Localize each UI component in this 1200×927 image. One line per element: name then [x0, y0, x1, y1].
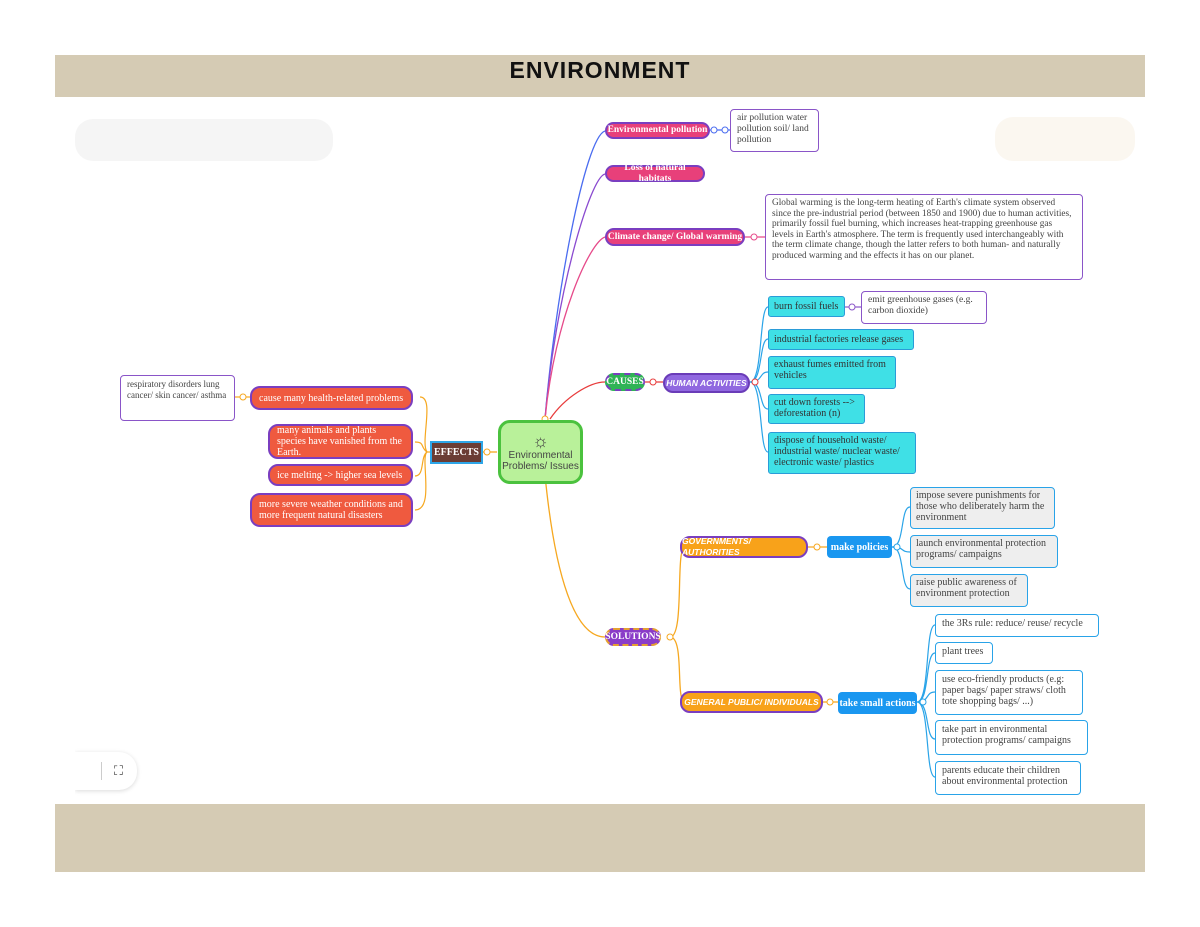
gov-item-2[interactable]: raise public awareness of environment pr…	[910, 574, 1028, 607]
effect-item-2[interactable]: ice melting -> higher sea levels	[268, 464, 413, 486]
gov-item-0[interactable]: impose severe punishments for those who …	[910, 487, 1055, 529]
cause-item-2[interactable]: exhaust fumes emitted from vehicles	[768, 356, 896, 389]
gov-item-1[interactable]: launch environmental protection programs…	[910, 535, 1058, 568]
blurred-toolbar-left	[75, 119, 333, 161]
emit-gases-node[interactable]: emit greenhouse gases (e.g. carbon dioxi…	[861, 291, 987, 324]
footer-band	[55, 804, 1145, 872]
link-effects-items	[414, 396, 428, 511]
link-solutions-branches	[669, 546, 686, 703]
link-climate	[544, 236, 606, 420]
public-item-3[interactable]: take part in environmental protection pr…	[935, 720, 1088, 755]
habitats-node[interactable]: Loss of natural habitats	[605, 163, 705, 184]
cause-item-0[interactable]: burn fossil fuels	[768, 296, 845, 317]
link-solutions	[544, 474, 606, 638]
governments-node[interactable]: GOVERNMENTS/ AUTHORITIES	[680, 536, 808, 558]
human-activities-node[interactable]: HUMAN ACTIVITIES	[663, 373, 750, 393]
general-public-node[interactable]: GENERAL PUBLIC/ INDIVIDUALS	[680, 691, 823, 713]
public-item-0[interactable]: the 3Rs rule: reduce/ reuse/ recycle	[935, 614, 1099, 637]
public-item-2[interactable]: use eco-friendly products (e.g: paper ba…	[935, 670, 1083, 715]
lightbulb-icon: ☼	[532, 431, 549, 451]
climate-detail-node[interactable]: Global warming is the long-term heating …	[765, 194, 1083, 280]
causes-node[interactable]: CAUSES	[605, 373, 645, 391]
make-policies-node[interactable]: make policies	[827, 536, 892, 558]
central-topic-label: Environmental Problems/ Issues	[502, 450, 579, 472]
public-item-4[interactable]: parents educate their children about env…	[935, 761, 1081, 795]
solutions-node[interactable]: SOLUTIONS	[605, 628, 661, 646]
link-human-items	[749, 306, 769, 453]
link-habitats	[544, 173, 606, 420]
fit-screen-icon[interactable]: ⛶	[113, 763, 123, 779]
page-title: ENVIRONMENT	[509, 57, 691, 83]
cause-item-3[interactable]: cut down forests --> deforestation (n)	[768, 394, 865, 424]
view-controls: ⛶	[75, 752, 137, 790]
health-detail-node[interactable]: respiratory disorders lung cancer/ skin …	[120, 375, 235, 421]
link-actions-items	[916, 624, 936, 778]
climate-node[interactable]: Climate change/ Global warming	[605, 228, 745, 246]
mindmap-canvas[interactable]: ☼ Environmental Problems/ Issues Environ…	[75, 97, 1145, 804]
link-env-pollution	[544, 130, 606, 420]
pollution-types-node[interactable]: air pollution water pollution soil/ land…	[730, 109, 819, 152]
title-band: ENVIRONMENT	[55, 55, 1145, 97]
cause-item-1[interactable]: industrial factories release gases	[768, 329, 914, 350]
effect-item-0[interactable]: cause many health-related problems	[250, 386, 413, 410]
link-causes	[549, 381, 606, 420]
effect-item-3[interactable]: more severe weather conditions and more …	[250, 493, 413, 527]
divider	[100, 762, 102, 780]
connector-lines	[235, 126, 936, 778]
cause-item-4[interactable]: dispose of household waste/ industrial w…	[768, 432, 916, 474]
central-topic[interactable]: ☼ Environmental Problems/ Issues	[498, 420, 583, 484]
effect-item-1[interactable]: many animals and plants species have van…	[268, 424, 413, 459]
blurred-toolbar-right	[995, 117, 1135, 161]
effects-node[interactable]: EFFECTS	[430, 441, 483, 464]
env-pollution-node[interactable]: Environmental pollution	[605, 122, 710, 139]
public-item-1[interactable]: plant trees	[935, 642, 993, 664]
small-actions-node[interactable]: take small actions	[838, 692, 917, 714]
